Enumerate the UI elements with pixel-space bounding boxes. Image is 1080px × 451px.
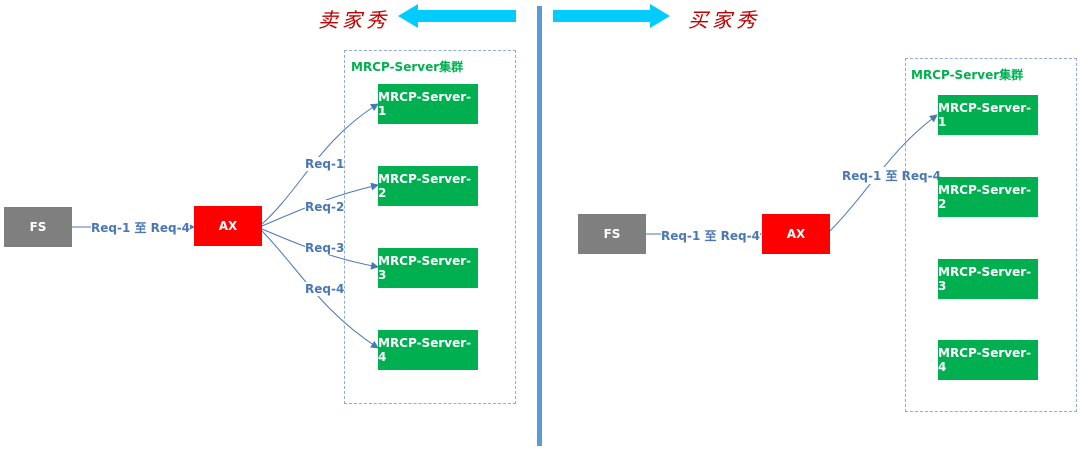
left-server-4: MRCP-Server-4: [378, 330, 478, 370]
left-server-3: MRCP-Server-3: [378, 248, 478, 288]
seller-show-title: 卖家秀: [318, 8, 390, 32]
right-cluster-title: MRCP-Server集群: [911, 68, 1024, 82]
left-branch-label-1: Req-1: [305, 157, 345, 171]
left-branch-label-2: Req-2: [305, 200, 345, 214]
right-arrow-icon: [553, 4, 670, 28]
left-fs-node: FS: [4, 207, 72, 247]
left-ax-node: AX: [194, 206, 262, 246]
right-server-3: MRCP-Server-3: [938, 259, 1038, 299]
left-server-1: MRCP-Server-1: [378, 84, 478, 124]
left-branch-label-3: Req-3: [305, 241, 345, 255]
left-cluster-title: MRCP-Server集群: [351, 60, 464, 74]
left-arrow-icon: [398, 4, 516, 28]
center-divider: [537, 6, 542, 446]
right-server-1: MRCP-Server-1: [938, 95, 1038, 135]
right-fs-ax-label: Req-1 至 Req-4: [661, 227, 760, 244]
buyer-show-title: 买家秀: [688, 8, 760, 32]
right-server-4: MRCP-Server-4: [938, 340, 1038, 380]
right-cluster: [905, 58, 1077, 412]
right-ax-node: AX: [762, 214, 830, 254]
left-fs-ax-label: Req-1 至 Req-4: [91, 219, 190, 236]
right-branch-label: Req-1 至 Req-4: [842, 167, 941, 184]
left-branch-label-4: Req-4: [305, 282, 345, 296]
right-server-2: MRCP-Server-2: [938, 177, 1038, 217]
left-server-2: MRCP-Server-2: [378, 166, 478, 206]
right-fs-node: FS: [578, 214, 646, 254]
left-cluster: [344, 50, 516, 404]
